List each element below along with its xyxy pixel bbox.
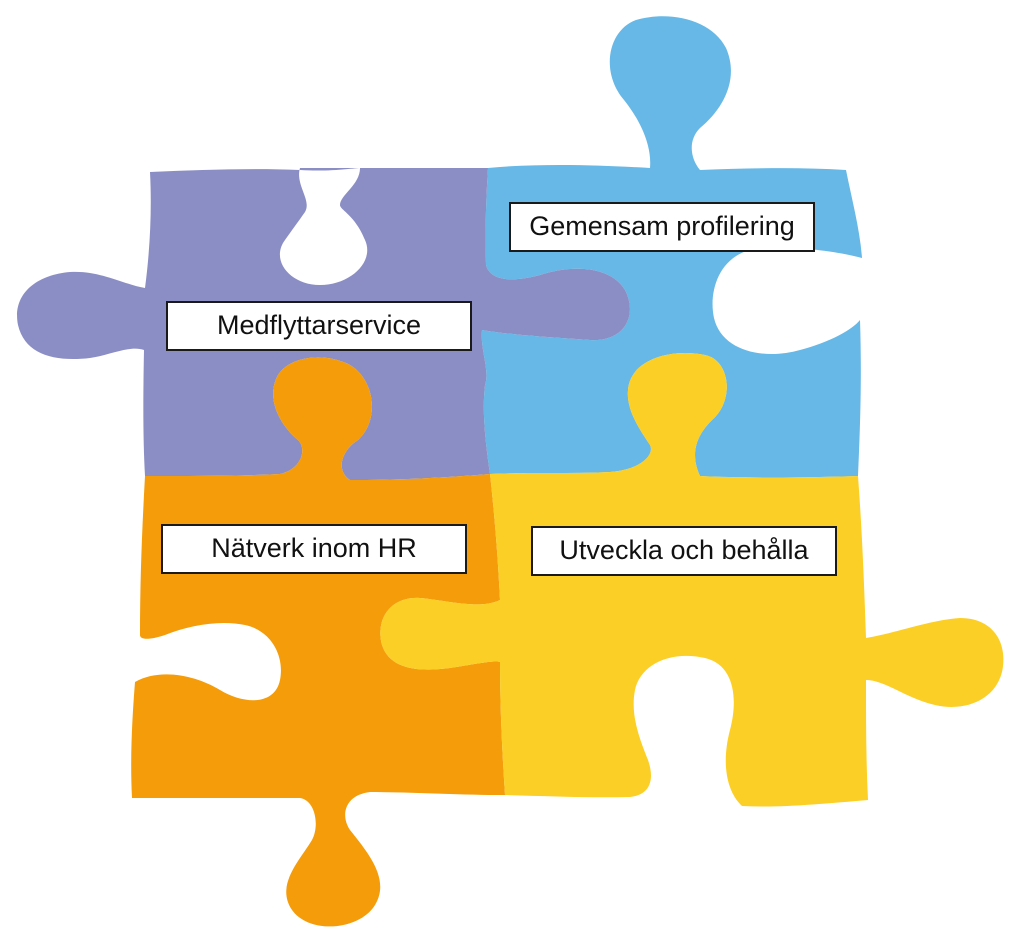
label-text: Medflyttarservice [217, 310, 421, 340]
label-gemensam-profilering: Gemensam profilering [509, 202, 815, 252]
label-box [531, 526, 837, 576]
puzzle-piece-utveckla-och-behalla [380, 353, 1004, 807]
label-text: Nätverk inom HR [211, 533, 417, 563]
label-text: Gemensam profilering [529, 211, 795, 241]
label-box [166, 301, 472, 351]
label-natverk-inom-hr: Nätverk inom HR [161, 524, 467, 574]
label-box [161, 524, 467, 574]
label-box [509, 202, 815, 252]
label-text: Utveckla och behålla [559, 535, 809, 565]
puzzle-piece-natverk-inom-hr [131, 357, 505, 927]
label-utveckla-och-behalla: Utveckla och behålla [531, 526, 837, 576]
label-medflyttarservice: Medflyttarservice [166, 301, 472, 351]
